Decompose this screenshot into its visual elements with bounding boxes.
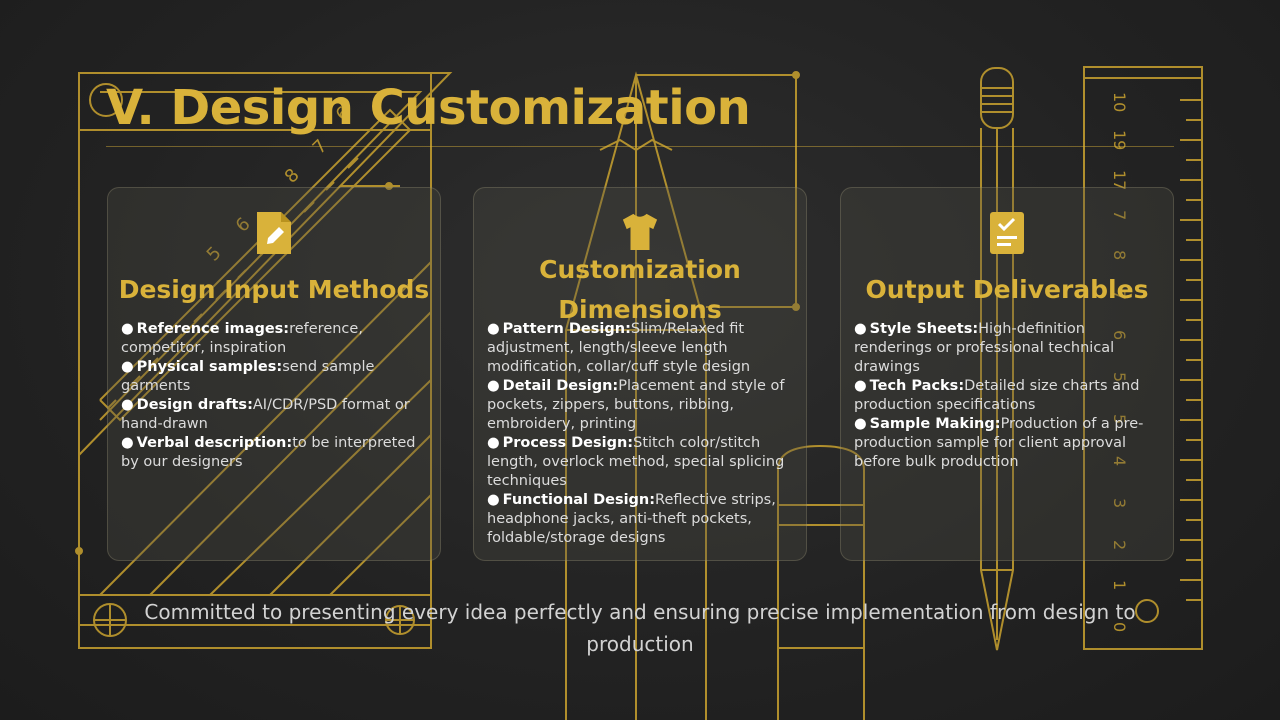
page-title: V. Design Customization — [106, 80, 751, 136]
tshirt-icon — [621, 208, 659, 254]
list-item: ●Verbal description:to be interpreted by… — [121, 435, 416, 470]
item-text: to be interpreted by our designers — [121, 435, 416, 470]
item-text: reference, competitor, inspiration — [121, 321, 363, 356]
item-label: Pattern Design: — [502, 321, 631, 337]
vruler-number: 1 — [1110, 580, 1129, 590]
list-item: ●Process Design:Stitch color/stitch leng… — [487, 435, 785, 489]
vruler-number: 0 — [1110, 622, 1129, 632]
vruler-number: 10 — [1110, 92, 1129, 112]
vruler-number: 7 — [1110, 210, 1129, 220]
list-item: ●Reference images:reference, competitor,… — [121, 321, 363, 356]
card-list: ●Style Sheets:High-definition renderings… — [854, 320, 1161, 472]
list-item: ●Style Sheets:High-definition renderings… — [854, 321, 1115, 375]
item-text: Detailed size charts and production spec… — [854, 378, 1140, 413]
list-item: ●Sample Making:Production of a pre-produ… — [854, 416, 1144, 470]
card-title: Output Deliverables — [865, 275, 1149, 304]
vertical-ruler-icon — [1083, 66, 1203, 650]
ruler-number: 8 — [281, 165, 304, 188]
item-label: Functional Design: — [502, 492, 656, 508]
item-label: Physical samples: — [136, 359, 283, 375]
card-output-deliverables: Output Deliverables ●Style Sheets:High-d… — [840, 187, 1174, 561]
vruler-number: 3 — [1110, 498, 1129, 508]
list-item: ●Design drafts:AI/CDR/PSD format or hand… — [121, 397, 410, 432]
item-label: Process Design: — [502, 435, 634, 451]
card-list: ●Pattern Design:Slim/Relaxed fit adjustm… — [487, 320, 794, 548]
set-square-icon — [78, 72, 453, 649]
item-label: Style Sheets: — [869, 321, 979, 337]
vruler-number: 6 — [1110, 330, 1129, 340]
footer-tagline: Committed to presenting every idea perfe… — [144, 600, 1136, 656]
item-text: send sample garments — [121, 359, 375, 394]
card-title: Customization Dimensions — [539, 255, 741, 324]
item-label: Verbal description: — [136, 435, 293, 451]
card-list: ●Reference images:reference, competitor,… — [121, 320, 428, 472]
vruler-number: 7 — [1110, 290, 1129, 300]
vruler-number: 2 — [1110, 540, 1129, 550]
item-text: High-definition renderings or profession… — [854, 321, 1115, 375]
item-text: AI/CDR/PSD format or hand-drawn — [121, 397, 410, 432]
vruler-number: 17 — [1110, 170, 1129, 190]
list-item: ●Physical samples:send sample garments — [121, 359, 375, 394]
card-title: Design Input Methods — [118, 275, 430, 304]
item-label: Reference images: — [136, 321, 290, 337]
list-item: ●Pattern Design:Slim/Relaxed fit adjustm… — [487, 321, 751, 375]
ruler-number: 7 — [309, 136, 332, 159]
item-label: Sample Making: — [869, 416, 1001, 432]
vruler-number: 4 — [1110, 456, 1129, 466]
item-text: Placement and style of pockets, zippers,… — [487, 378, 785, 432]
edit-document-icon — [255, 210, 293, 256]
eraser-icon — [777, 444, 865, 720]
item-text: Production of a pre-production sample fo… — [854, 416, 1144, 470]
vruler-number: 19 — [1110, 130, 1129, 150]
checklist-icon — [988, 210, 1026, 256]
card-design-input-methods: Design Input Methods ●Reference images:r… — [107, 187, 441, 561]
item-text: Slim/Relaxed fit adjustment, length/slee… — [487, 321, 751, 375]
vruler-number: 5 — [1110, 372, 1129, 382]
item-label: Tech Packs: — [869, 378, 965, 394]
item-label: Design drafts: — [136, 397, 253, 413]
list-item: ●Functional Design:Reflective strips, he… — [487, 492, 776, 546]
list-item: ●Detail Design:Placement and style of po… — [487, 378, 785, 432]
card-customization-dimensions: Customization Dimensions ●Pattern Design… — [473, 187, 807, 561]
item-label: Detail Design: — [502, 378, 619, 394]
title-divider — [106, 146, 1174, 147]
item-text: Reflective strips, headphone jacks, anti… — [487, 492, 776, 546]
list-item: ●Tech Packs:Detailed size charts and pro… — [854, 378, 1140, 413]
item-text: Stitch color/stitch length, overlock met… — [487, 435, 785, 489]
vruler-number: 8 — [1110, 250, 1129, 260]
vruler-number: 5 — [1110, 414, 1129, 424]
